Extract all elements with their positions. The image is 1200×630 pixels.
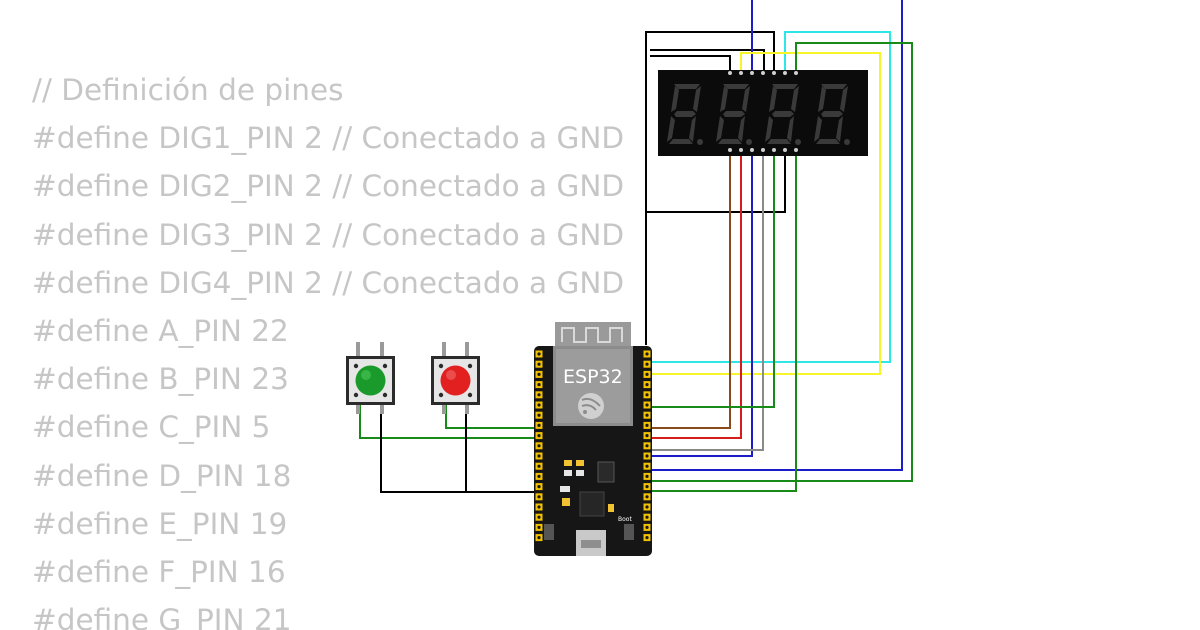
esp32-pin-hole	[645, 515, 649, 519]
esp32-pin-hole	[645, 464, 649, 468]
code-line: #define D_PIN 18	[32, 458, 292, 493]
esp32-pin-hole	[537, 505, 541, 509]
esp32-pin-hole	[537, 423, 541, 427]
wire-black-button1[interactable]	[380, 405, 538, 493]
esp32-pin-hole	[645, 362, 649, 366]
code-line: #define C_PIN 5	[32, 410, 271, 445]
wire-black-top-2[interactable]	[650, 49, 765, 73]
wire-green-button1[interactable]	[359, 405, 538, 439]
esp32-pin-hole	[645, 525, 649, 530]
esp32-right-header	[643, 350, 651, 542]
wire-blue-right[interactable]	[652, 0, 903, 471]
esp32-pin-hole	[645, 434, 649, 438]
code-line: #define B_PIN 23	[32, 362, 289, 397]
esp32-pin-hole	[645, 505, 649, 509]
code-line: #define G_PIN 21	[32, 603, 292, 630]
chip-label: ESP32	[563, 366, 623, 388]
esp32-pin-hole	[537, 413, 541, 417]
esp32-pin-hole	[537, 515, 541, 519]
esp32-pin-hole	[537, 495, 541, 499]
esp32-pin-hole	[645, 454, 649, 458]
code-overlay: // Definición de pines #define DIG1_PIN 2…	[32, 66, 624, 630]
esp32-pin-hole	[645, 423, 649, 427]
esp32-pin-hole	[645, 352, 649, 356]
wire-black-top-3[interactable]	[650, 55, 731, 73]
esp32-pin-hole	[645, 403, 649, 407]
display-top-pins	[728, 71, 798, 75]
esp32-pin-hole	[537, 454, 541, 458]
esp32-left-header	[535, 350, 543, 542]
wire-blue-bottom[interactable]	[652, 150, 753, 457]
esp32-pin-hole	[537, 383, 541, 387]
seven-segment-display[interactable]	[658, 70, 868, 156]
code-line: #define DIG2_PIN 2 // Conectado a GND	[32, 169, 625, 204]
code-line: // Definición de pines	[32, 73, 344, 107]
code-line: #define A_PIN 22	[32, 314, 289, 349]
esp32-pin-hole	[645, 372, 649, 376]
esp32-pin-hole	[537, 352, 541, 356]
code-line: #define DIG1_PIN 2 // Conectado a GND	[32, 121, 625, 156]
esp32-pin-hole	[537, 403, 541, 407]
esp32-pin-hole	[645, 393, 649, 397]
code-line: #define DIG3_PIN 2 // Conectado a GND	[32, 217, 625, 252]
esp32-pin-hole	[645, 485, 649, 489]
boot-button[interactable]	[624, 524, 634, 540]
wire-green-seg[interactable]	[652, 150, 775, 408]
display-bottom-pins	[728, 148, 798, 152]
wire-black-bottom[interactable]	[645, 150, 786, 345]
wire-cyan[interactable]	[652, 31, 891, 363]
esp32-pin-hole	[537, 536, 541, 540]
code-line: #define F_PIN 16	[32, 555, 286, 590]
esp32-pin-hole	[645, 474, 649, 478]
esp32-pin-hole	[537, 464, 541, 468]
pushbutton-red[interactable]	[431, 342, 480, 414]
code-line: #define E_PIN 19	[32, 506, 288, 541]
esp32-pin-hole	[537, 444, 541, 448]
esp32-pin-hole	[537, 525, 541, 530]
esp32-pin-hole	[645, 383, 649, 387]
esp32-pin-hole	[537, 434, 541, 438]
esp32-pin-hole	[537, 372, 541, 376]
wire-red[interactable]	[652, 150, 742, 439]
esp32-pin-hole	[537, 474, 541, 478]
esp32-pin-hole	[645, 444, 649, 448]
en-button[interactable]	[544, 524, 554, 540]
esp32-pin-hole	[537, 485, 541, 489]
esp32-pin-hole	[645, 495, 649, 499]
esp32-board[interactable]: ESP32 Boot	[534, 322, 652, 556]
esp32-pin-hole	[537, 362, 541, 366]
wire-yellow[interactable]	[652, 52, 881, 375]
esp32-pin-hole	[537, 393, 541, 397]
wire-brown[interactable]	[652, 150, 731, 429]
wire-gray[interactable]	[652, 150, 764, 451]
boot-label: Boot	[618, 516, 632, 523]
pushbutton-green[interactable]	[346, 342, 395, 414]
wire-green-bottom[interactable]	[652, 150, 797, 492]
esp32-pin-hole	[645, 536, 649, 540]
wire-green-right[interactable]	[652, 42, 913, 482]
esp32-pin-hole	[645, 413, 649, 417]
code-line: #define DIG4_PIN 2 // Conectado a GND	[32, 265, 625, 300]
espressif-logo-icon	[578, 393, 604, 419]
